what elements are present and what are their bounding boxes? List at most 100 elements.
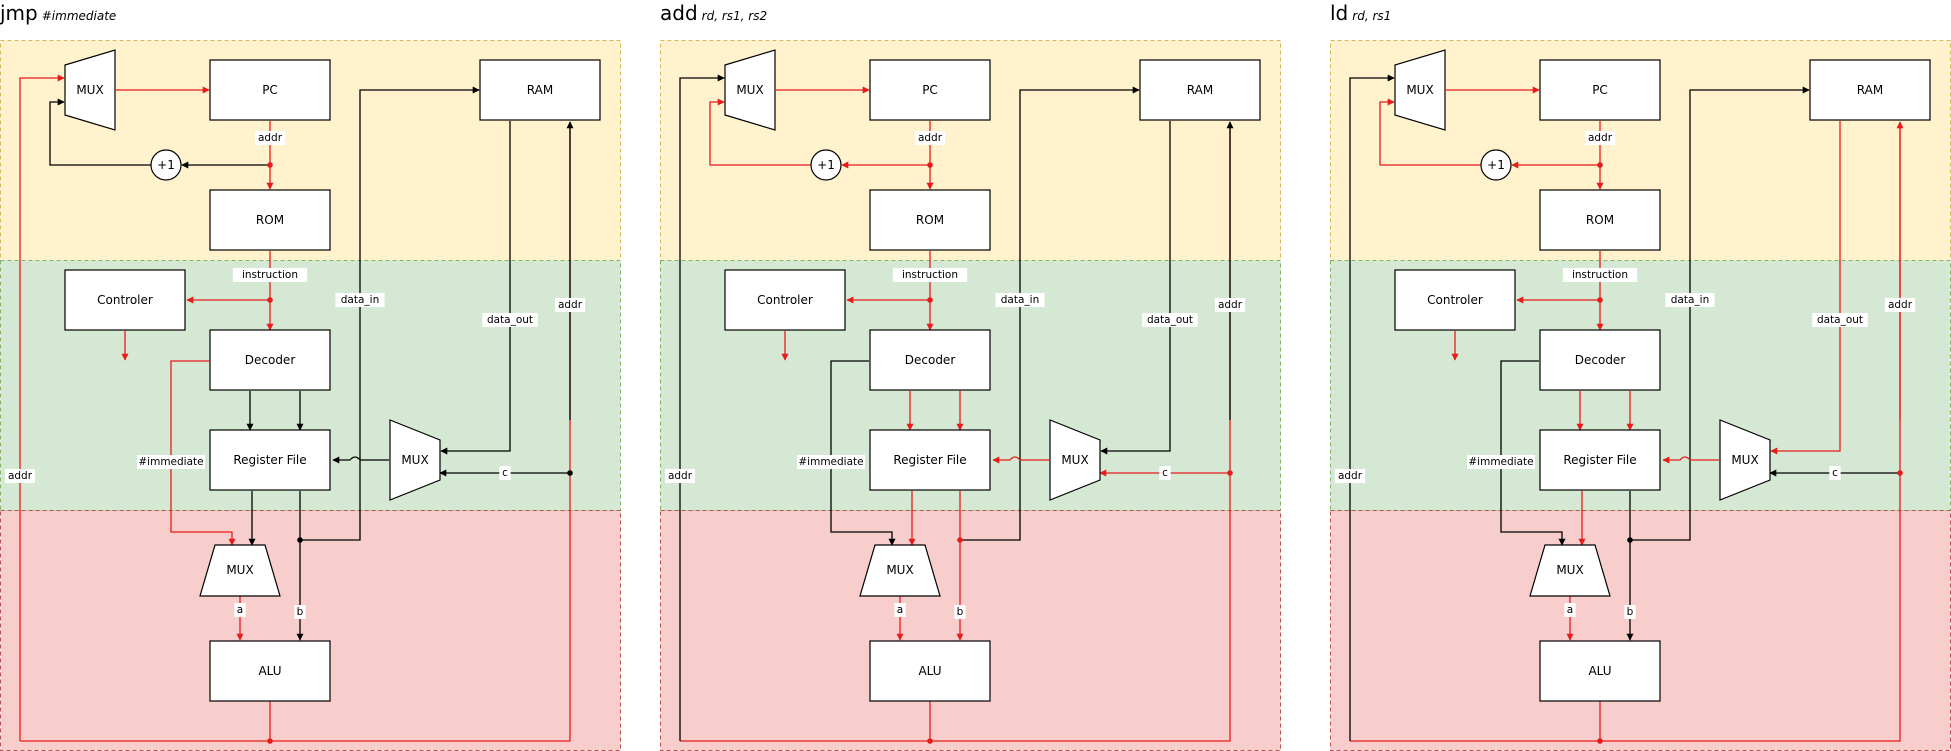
junction-instruction: [927, 297, 933, 303]
pc-mux-label: MUX: [1406, 83, 1433, 97]
wire-data-in: [1630, 86, 1810, 541]
wire-alu-to-pcmux: [1349, 74, 1395, 741]
junction-alu-out: [927, 738, 933, 744]
label-a-bg: [894, 603, 906, 617]
label-instruction: instruction: [242, 269, 298, 281]
pc-block: [869, 59, 991, 121]
alu-block: [1539, 640, 1661, 702]
alu-mux: [1529, 544, 1611, 597]
label-a: a: [1567, 604, 1573, 616]
junction-instruction: [267, 297, 273, 303]
alu-mux: [199, 544, 281, 597]
rom-block: [869, 189, 991, 251]
label-data-in: data_in: [1001, 294, 1039, 306]
label-c-bg: [1829, 466, 1841, 480]
instruction-operands: rd, rs1, rs2: [702, 9, 767, 23]
pc-block-label: PC: [922, 83, 938, 97]
writeback-mux: [1049, 419, 1101, 501]
writeback-mux: [389, 419, 441, 501]
label-a: a: [237, 604, 243, 616]
pc-block: [209, 59, 331, 121]
execute-stage-band: [1330, 510, 1951, 751]
alu-mux-label: MUX: [226, 563, 253, 577]
label-immediate: #immediate: [798, 456, 863, 468]
label-instruction: instruction: [1572, 269, 1628, 281]
decoder-block: [1539, 329, 1661, 391]
instruction-operands: rd, rs1: [1352, 9, 1391, 23]
label-data-in-bg: [1665, 293, 1715, 307]
alu-block-label: ALU: [918, 664, 941, 678]
label-pc-addr: addr: [258, 132, 283, 144]
label-b: b: [957, 606, 964, 618]
label-pc-jump-addr: addr: [668, 470, 693, 482]
instruction-operands: #immediate: [42, 9, 117, 23]
wire-immediate: [170, 360, 236, 546]
label-ram-addr: addr: [1218, 299, 1243, 311]
register-file-block: [869, 429, 991, 491]
label-instruction-bg: [1562, 268, 1638, 282]
wire-data-out: [1770, 121, 1841, 455]
register-file-block-label: Register File: [233, 453, 306, 467]
label-pc-addr-bg: [914, 131, 946, 145]
rom-block-label: ROM: [1586, 213, 1614, 227]
ram-block: [479, 59, 601, 121]
increment-node: [1480, 149, 1512, 181]
rom-block-label: ROM: [256, 213, 284, 227]
pc-mux-label: MUX: [736, 83, 763, 97]
wire-immediate: [1500, 360, 1566, 546]
wire-data-in: [300, 86, 480, 541]
wire-wbmux-to-regfile: [332, 456, 389, 464]
label-immediate-bg: [797, 455, 865, 469]
label-data-in: data_in: [341, 294, 379, 306]
wire-data-in: [960, 86, 1140, 541]
controller-block-label: Controler: [1427, 293, 1483, 307]
instruction-mnemonic: add: [660, 1, 698, 25]
pc-mux: [1394, 49, 1446, 131]
ram-block-label: RAM: [1187, 83, 1213, 97]
controller-block-label: Controler: [97, 293, 153, 307]
decoder-block-label: Decoder: [245, 353, 296, 367]
decoder-block: [869, 329, 991, 391]
label-data-out: data_out: [1147, 314, 1193, 326]
label-c: c: [502, 467, 508, 479]
controller-block-label: Controler: [757, 293, 813, 307]
label-immediate: #immediate: [1468, 456, 1533, 468]
rom-block: [1539, 189, 1661, 251]
wire-wbmux-to-regfile: [992, 456, 1049, 464]
label-instruction-bg: [232, 268, 308, 282]
label-immediate: #immediate: [138, 456, 203, 468]
label-pc-jump-addr-bg: [1334, 469, 1366, 483]
writeback-mux-label: MUX: [1731, 453, 1758, 467]
ram-block-label: RAM: [527, 83, 553, 97]
wire-wbmux-to-regfile: [1662, 456, 1719, 464]
panel-title: add rd, rs1, rs2: [660, 1, 767, 25]
label-pc-jump-addr: addr: [8, 470, 33, 482]
controller-block: [724, 269, 846, 331]
rom-block: [209, 189, 331, 251]
alu-block: [209, 640, 331, 702]
increment-label: +1: [817, 158, 835, 172]
label-b-bg: [954, 605, 966, 619]
label-data-in-bg: [335, 293, 385, 307]
label-a-bg: [1564, 603, 1576, 617]
label-ram-addr-bg: [1884, 298, 1916, 312]
wire-inc-to-pcmux: [49, 98, 151, 166]
junction-c: [1897, 470, 1903, 476]
register-file-block: [1539, 429, 1661, 491]
label-a-bg: [234, 603, 246, 617]
instruction-mnemonic: jmp: [0, 1, 38, 25]
decoder-block-label: Decoder: [1575, 353, 1626, 367]
label-data-in-bg: [995, 293, 1045, 307]
alu-mux: [859, 544, 941, 597]
label-data-out: data_out: [1817, 314, 1863, 326]
label-instruction: instruction: [902, 269, 958, 281]
increment-label: +1: [1487, 158, 1505, 172]
label-ram-addr: addr: [1888, 299, 1913, 311]
wire-data-out: [440, 121, 511, 455]
rom-block-label: ROM: [916, 213, 944, 227]
